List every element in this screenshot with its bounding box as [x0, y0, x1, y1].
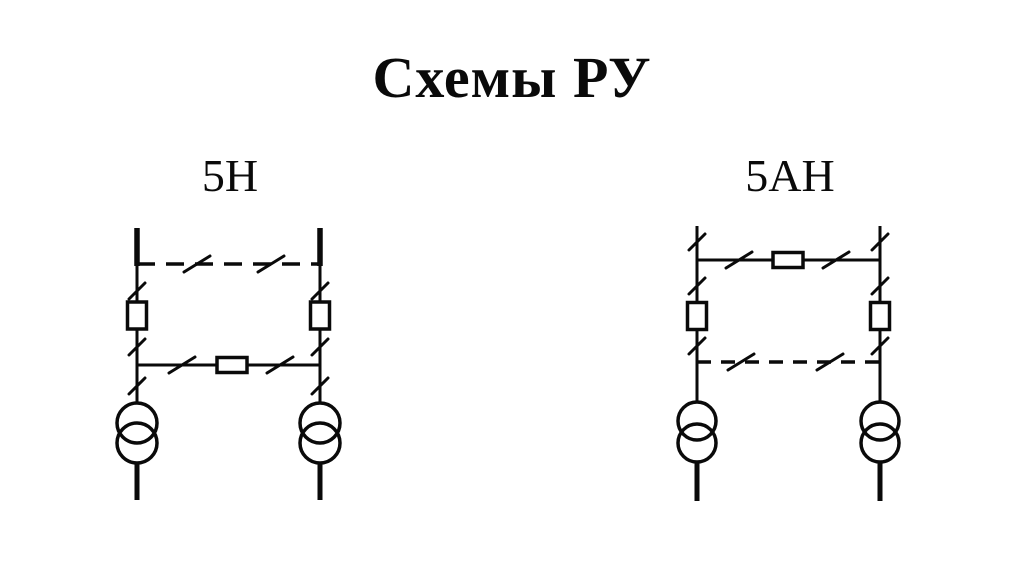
transformer-icon [298, 401, 342, 500]
disconnector-icon [687, 232, 707, 252]
breaker-icon [125, 300, 149, 331]
disconnector-icon [821, 250, 851, 270]
disconnector-icon [167, 355, 197, 375]
scheme-5an: 5АН [655, 148, 925, 518]
breaker-icon [215, 355, 249, 375]
scheme-5n-label: 5Н [201, 150, 259, 201]
disconnector-icon [870, 276, 890, 296]
disconnector-icon [310, 281, 330, 301]
disconnector-icon [182, 254, 212, 274]
disconnector-icon [870, 336, 890, 356]
breaker-icon [308, 300, 332, 331]
disconnector-icon [127, 376, 147, 396]
disconnector-icon [724, 250, 754, 270]
transformer-icon [115, 401, 159, 500]
breaker-icon [685, 300, 709, 332]
breaker-icon [771, 250, 805, 270]
scheme-5n: 5Н [95, 148, 365, 518]
scheme-5an-diagram [676, 226, 901, 501]
scheme-5an-label: 5АН [745, 150, 835, 201]
disconnector-icon [870, 232, 890, 252]
page-title: Схемы РУ [372, 45, 652, 110]
disconnector-icon [256, 254, 286, 274]
breaker-icon [868, 300, 892, 332]
disconnector-icon [265, 355, 295, 375]
disconnector-icon [127, 337, 147, 357]
transformer-icon [859, 400, 901, 501]
disconnector-icon [127, 281, 147, 301]
disconnector-icon [726, 352, 756, 372]
disconnector-icon [310, 337, 330, 357]
disconnector-icon [310, 376, 330, 396]
disconnector-icon [687, 336, 707, 356]
transformer-icon [676, 400, 718, 501]
scheme-5n-diagram [115, 228, 342, 500]
disconnector-icon [687, 276, 707, 296]
disconnector-icon [815, 352, 845, 372]
